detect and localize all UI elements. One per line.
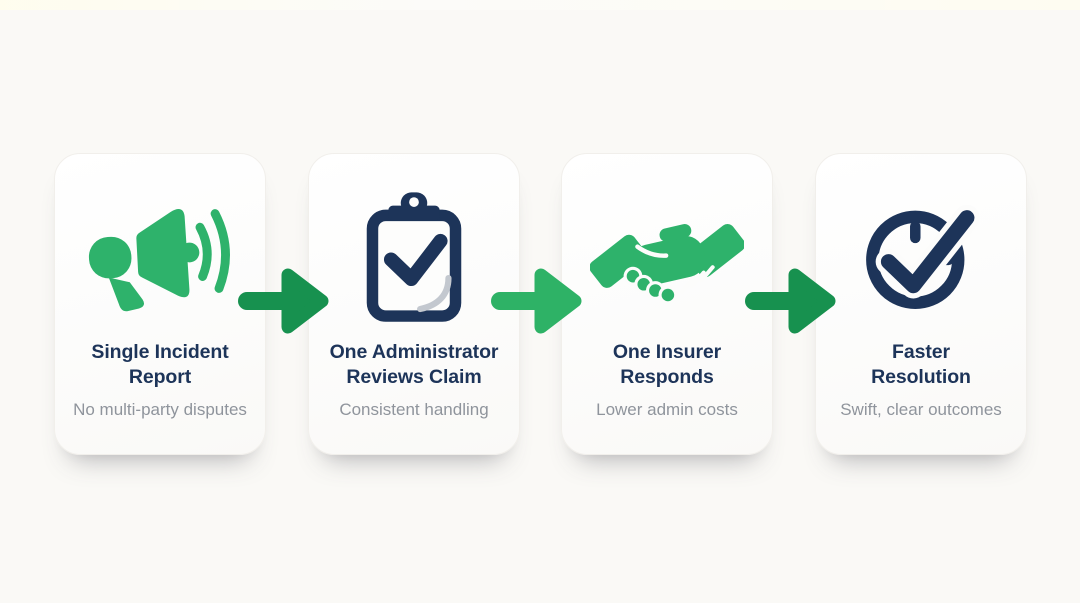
card-title: Faster Resolution — [871, 341, 971, 389]
flow-arrow-2 — [490, 262, 591, 340]
card-title: One Insurer Responds — [612, 341, 722, 389]
card-subtitle: Lower admin costs — [596, 399, 738, 419]
icon-box — [816, 178, 1026, 334]
process-card-one-insurer-responds: One Insurer Responds Lower admin costs — [561, 153, 773, 455]
megaphone-icon — [88, 209, 230, 312]
flow-arrow-1 — [237, 262, 338, 340]
clock-check-icon — [866, 204, 980, 309]
icon-box — [309, 178, 519, 334]
card-subtitle: Consistent handling — [339, 399, 489, 419]
card-subtitle: No multi-party disputes — [73, 399, 247, 419]
icon-box — [55, 178, 265, 334]
flow-arrow-3 — [744, 262, 845, 340]
process-card-single-incident-report: Single Incident Report No multi-party di… — [54, 153, 266, 455]
arrow-right-icon — [238, 268, 329, 334]
process-card-faster-resolution: Faster Resolution Swift, clear outcomes — [815, 153, 1027, 455]
arrow-right-icon — [491, 268, 582, 334]
arrow-right-icon — [745, 268, 836, 334]
card-title: Single Incident Report — [91, 341, 229, 389]
icon-box — [562, 178, 772, 334]
card-subtitle: Swift, clear outcomes — [840, 399, 1002, 419]
card-title: One Administrator Reviews Claim — [329, 341, 499, 389]
handshake-icon — [590, 223, 744, 304]
process-card-one-administrator-reviews-claim: One Administrator Reviews Claim Consiste… — [308, 153, 520, 455]
background-highlight — [0, 0, 1080, 10]
clipboard-check-icon — [366, 192, 462, 322]
